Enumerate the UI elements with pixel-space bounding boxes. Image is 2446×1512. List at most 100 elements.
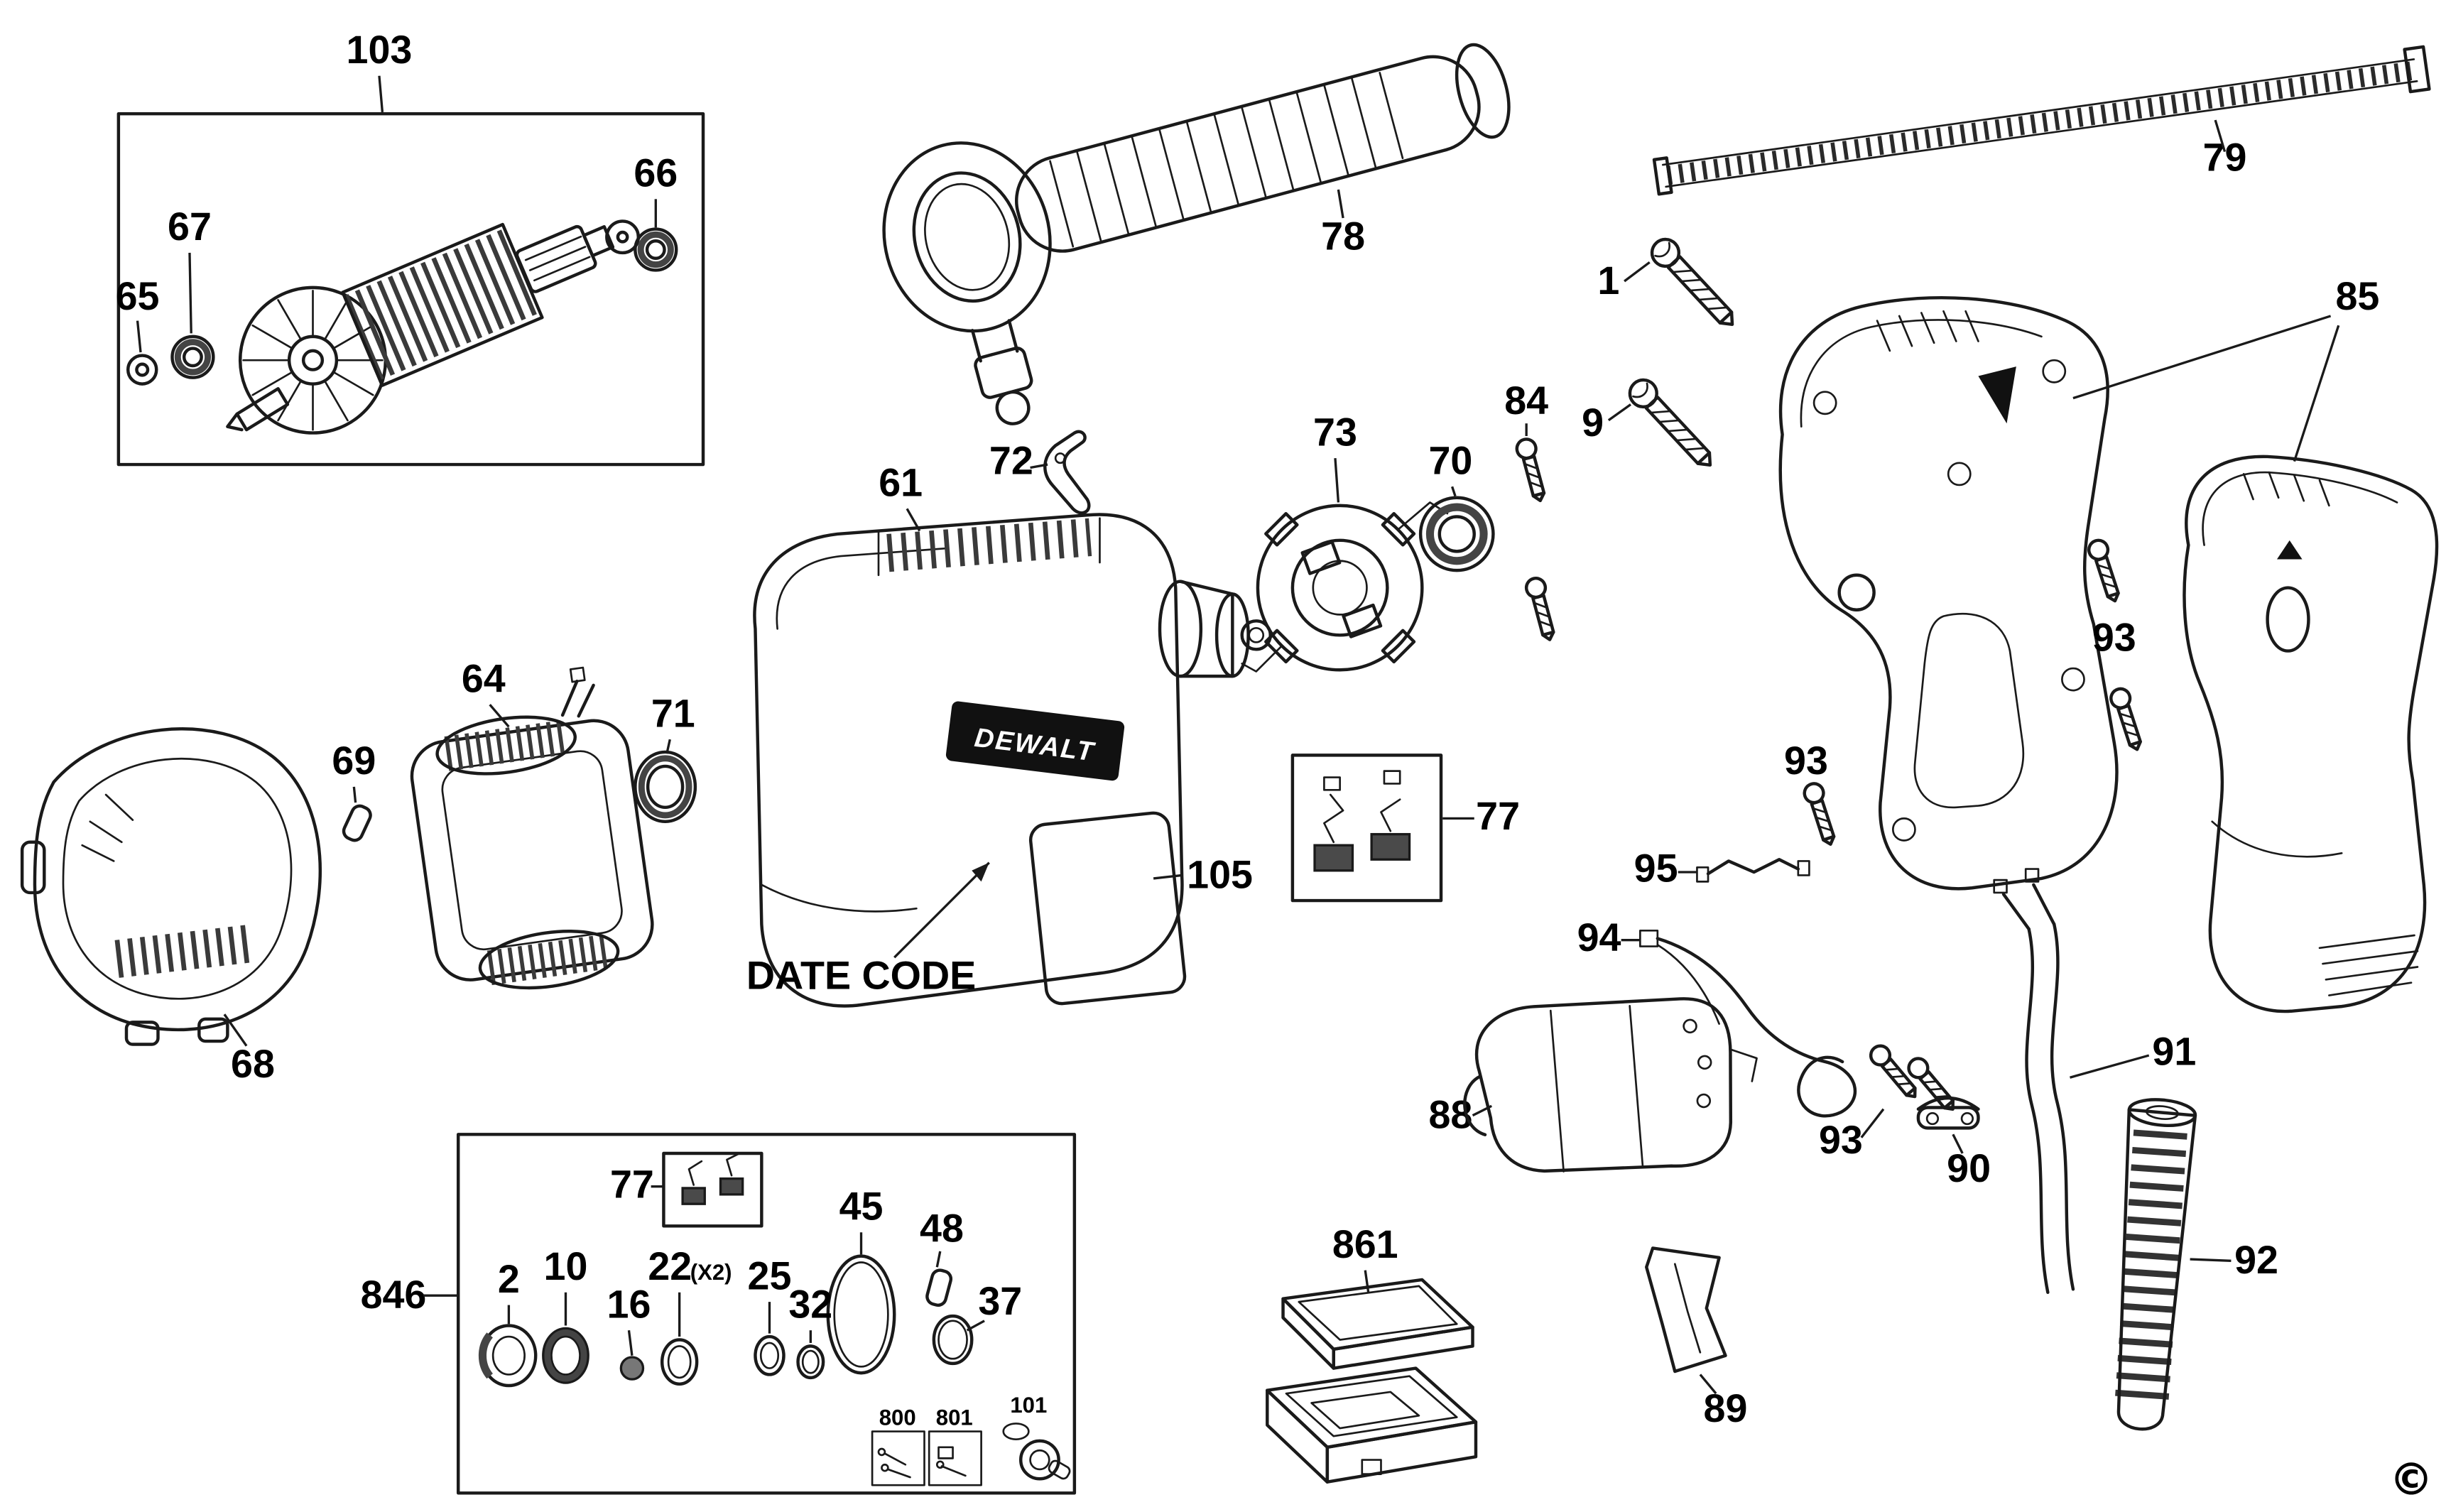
part-label-72: 72 [989, 438, 1033, 482]
date-code-annotation: DATE CODE [746, 861, 990, 998]
screw-9-group: 9 [1582, 374, 1720, 474]
leader-64 [489, 704, 510, 728]
leader-93c [1860, 1108, 1885, 1138]
part-label-16: 16 [607, 1282, 651, 1326]
leader-1 [1624, 261, 1651, 283]
part-label-10: 10 [544, 1244, 588, 1288]
leader-67 [188, 252, 192, 334]
bracket-72 [1043, 430, 1091, 515]
bearing-66 [634, 227, 678, 272]
leader-85a [2072, 315, 2332, 400]
bracket-72-group: 72 [989, 430, 1091, 515]
part-label-22-qty: (X2) [690, 1260, 732, 1285]
ball-16 [619, 1356, 645, 1381]
date-code-arrowhead [972, 862, 989, 882]
part-label-90: 90 [1947, 1146, 1991, 1190]
part-label-73: 73 [1313, 410, 1357, 454]
leader-78 [1337, 189, 1344, 219]
kit-box-861-group: 861 [1266, 1222, 1478, 1484]
kit-box-861 [1266, 1278, 1478, 1484]
part-label-93b: 93 [1784, 739, 1828, 783]
leader-48 [935, 1251, 942, 1268]
wire-95 [1696, 857, 1810, 883]
side-handle-78: 78 [882, 43, 1511, 425]
armature-group-103: 103 [116, 28, 705, 467]
part-label-67: 67 [168, 205, 212, 249]
leader-69 [352, 786, 357, 803]
clip-89-group: 89 [1645, 1246, 1747, 1430]
leader-91 [2070, 1054, 2150, 1079]
washer-22 [660, 1338, 699, 1386]
part-label-800: 800 [879, 1405, 916, 1430]
part-label-48: 48 [920, 1207, 964, 1251]
screw-93a1 [2087, 538, 2124, 604]
leader-73 [1334, 458, 1340, 503]
part-label-70: 70 [1428, 438, 1472, 482]
pin-69 [342, 804, 372, 842]
date-code-arrow-line [893, 861, 990, 959]
brand-plate: DEWALT [945, 701, 1125, 781]
part-label-78: 78 [1321, 214, 1365, 258]
brush-set-77a [1313, 770, 1411, 872]
wire-94-group: 94 [1577, 915, 1857, 1118]
part-label-2: 2 [498, 1257, 520, 1301]
group-box-846 [456, 1133, 1077, 1495]
ring-71 [634, 750, 697, 824]
cord-clamp-90-group: 90 [1916, 1096, 1991, 1190]
bearing-70 [1418, 496, 1495, 572]
group-box-77a [1290, 754, 1443, 903]
part-label-861: 861 [1332, 1222, 1398, 1266]
housing-half-right [2183, 455, 2439, 1013]
cord-boot-92-group: 92 [2114, 1098, 2278, 1431]
leader-79 [2214, 119, 2227, 153]
part-label-65: 65 [116, 274, 160, 318]
nameplate-105-group: 105 [1028, 811, 1253, 1006]
side-handle-grip [1014, 43, 1511, 253]
armature-commutator [515, 224, 615, 293]
part-label-9: 9 [1582, 401, 1604, 445]
part-label-77b: 77 [610, 1162, 654, 1206]
screw-93a-group: 93 [2087, 538, 2146, 752]
cord-91-wire-a [2025, 927, 2050, 1294]
leader-103 [378, 75, 384, 113]
copyright-symbol: © [2389, 1454, 2433, 1506]
motor-housing-61: 61 DEWALT [753, 461, 1272, 1008]
part-label-84: 84 [1504, 379, 1548, 423]
o-ring-45 [826, 1254, 896, 1375]
part-label-93a: 93 [2092, 616, 2136, 660]
nameplate-105 [1028, 811, 1187, 1006]
leader-16 [627, 1329, 634, 1356]
part-label-22: 22 [648, 1244, 692, 1288]
leader-9 [1607, 403, 1631, 422]
end-cap-68 [20, 727, 322, 1046]
bearing-67 [170, 335, 215, 379]
switch-88-group: 88 [1428, 997, 1758, 1173]
o-ring-10 [542, 1327, 589, 1384]
o-ring-37 [932, 1314, 974, 1366]
o-ring-32 [796, 1344, 825, 1380]
group-box-103 [116, 112, 705, 467]
part-label-45: 45 [839, 1184, 884, 1228]
brush-set-77b-group: 77 [610, 1151, 763, 1228]
armature-shaft-tip [226, 387, 290, 432]
leader-92 [2190, 1258, 2232, 1262]
brush-set-77a-group: 77 [1290, 754, 1520, 903]
pin-69-group: 69 [332, 739, 376, 842]
screw-9 [1624, 374, 1720, 474]
part-label-77a: 77 [1476, 794, 1520, 838]
leader-85b [2293, 325, 2340, 462]
screw-93b-group: 93 [1784, 739, 1839, 847]
ring-71-group: 71 [634, 691, 697, 824]
housing-vents [886, 518, 1092, 572]
bearing-70-group: 70 [1418, 438, 1495, 572]
washer-25 [754, 1334, 786, 1376]
part-label-92: 92 [2234, 1238, 2278, 1282]
brush-ring-73-group: 73 [1241, 410, 1449, 673]
part-label-68: 68 [231, 1042, 275, 1086]
sub-kit-800 [871, 1430, 925, 1486]
part-label-95: 95 [1634, 846, 1678, 890]
field-64-group: 64 [410, 656, 654, 990]
screw-1-group: 1 [1597, 234, 1741, 333]
armature-core [341, 222, 544, 387]
